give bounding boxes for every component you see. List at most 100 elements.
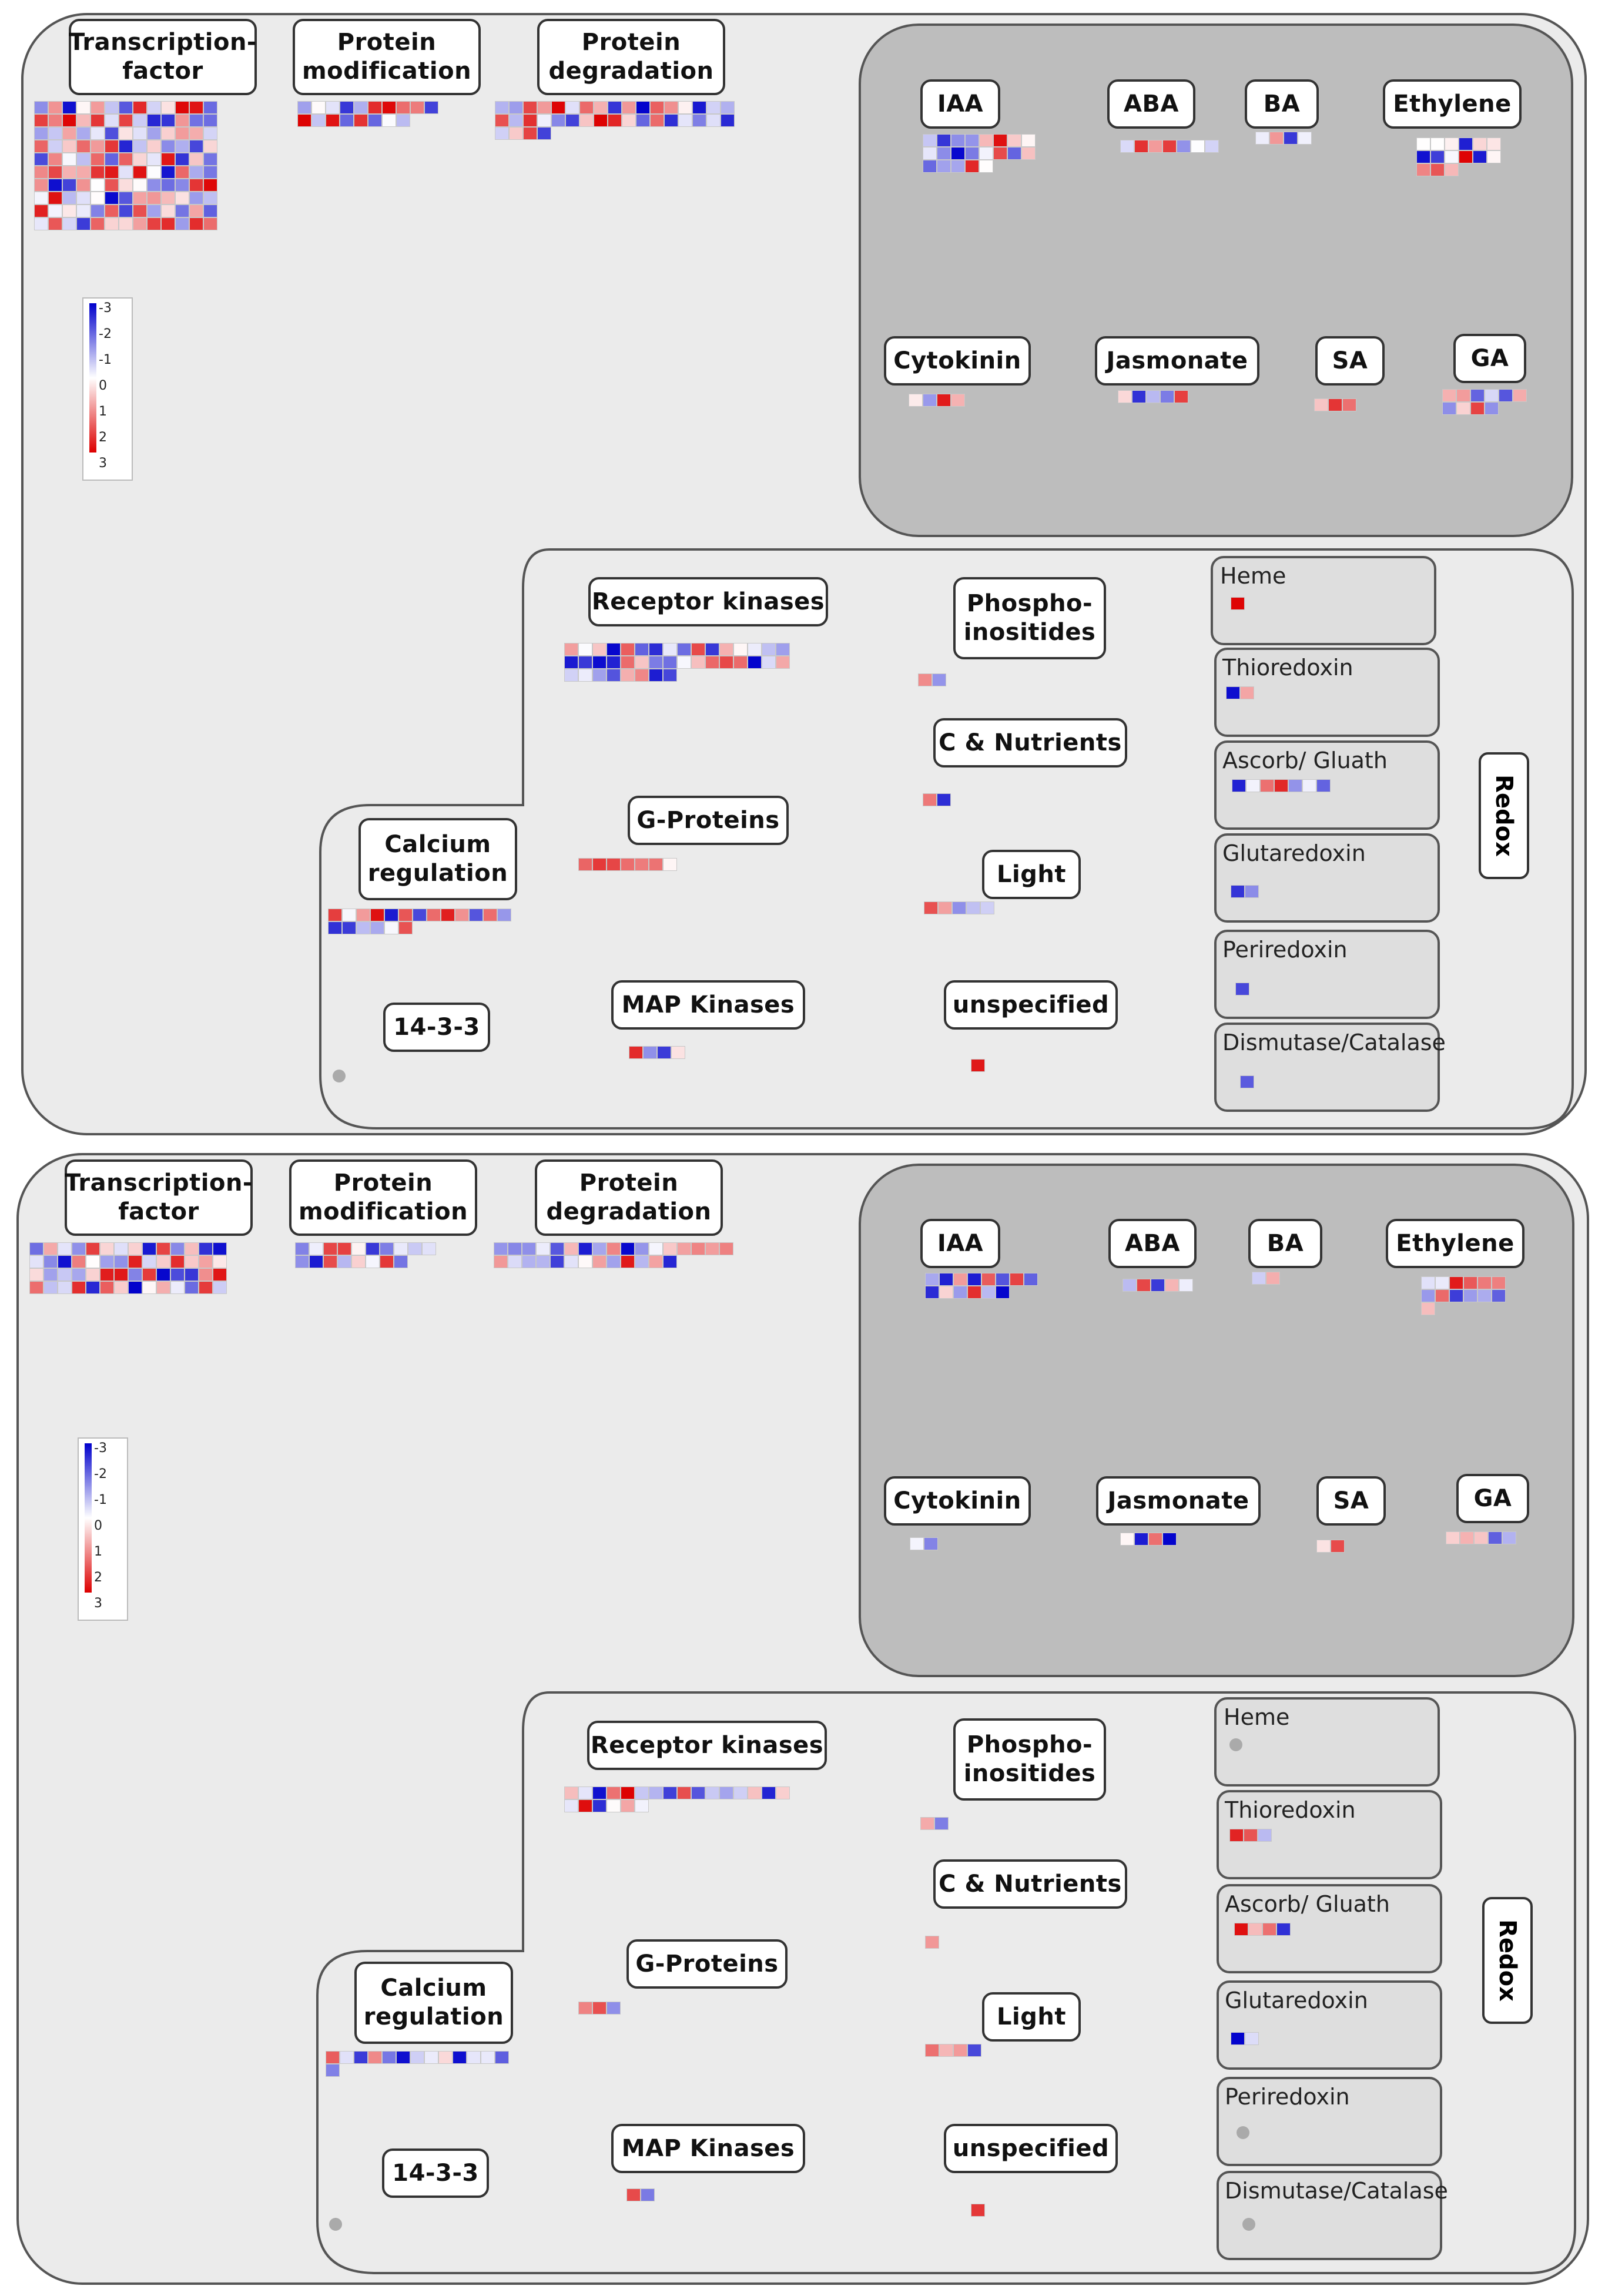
heatmap-cell [62, 192, 76, 205]
heatmap-cell [608, 101, 622, 114]
heatmap-cell [467, 2051, 481, 2064]
heatmap-cell [394, 1255, 408, 1268]
heatmap-cell [920, 1817, 934, 1830]
heatmap-cell [1244, 1829, 1258, 1842]
label-aba: ABA [1108, 1219, 1197, 1268]
heatmap-cell [100, 1242, 114, 1255]
heatmap-dismutase-catalase [1240, 1075, 1254, 1088]
label-transcription-factor: Transcription- factor [69, 19, 257, 95]
heatmap-cell [953, 1286, 967, 1299]
heatmap-cell [1252, 1272, 1266, 1285]
label-light: Light [982, 1992, 1081, 2042]
heatmap-cell [937, 147, 951, 160]
heatmap-cell [86, 1255, 100, 1268]
heatmap-cell [366, 1242, 380, 1255]
heatmap-cell [105, 192, 119, 205]
heatmap-cell [48, 205, 62, 217]
heatmap-cell [161, 114, 175, 127]
heatmap-cell [748, 656, 762, 669]
heatmap-cell [1331, 1540, 1345, 1553]
redox-box-glutaredoxin: Glutaredoxin [1217, 1980, 1442, 2070]
heatmap-cell [1460, 1531, 1474, 1544]
label-c-nutrients: C & Nutrients [933, 718, 1127, 767]
heatmap-calcium-regulation [326, 2051, 509, 2077]
legend-tick-label: 3 [94, 1596, 102, 1611]
heatmap-cell [189, 166, 203, 179]
heatmap-cell [938, 901, 952, 914]
heatmap-cell [133, 192, 147, 205]
heatmap-cell [62, 127, 76, 140]
heatmap-cell [203, 114, 217, 127]
grey-dot-marker [1229, 1738, 1242, 1751]
heatmap-cell [161, 179, 175, 192]
heatmap-cell [105, 140, 119, 153]
label-ethylene: Ethylene [1386, 1219, 1524, 1268]
heatmap-cell [564, 1242, 578, 1255]
heatmap-cell [91, 166, 105, 179]
heatmap-cell [578, 1799, 592, 1812]
heatmap-cell [337, 1242, 351, 1255]
heatmap-cell [1473, 150, 1487, 163]
heatmap-cell [203, 205, 217, 217]
heatmap-cell [495, 114, 509, 127]
redox-title-ascorb-gluath: Ascorb/ Gluath [1222, 748, 1388, 773]
heatmap-cell [128, 1242, 142, 1255]
heatmap-cell [105, 101, 119, 114]
heatmap-cell [663, 1786, 677, 1799]
heatmap-cell [622, 101, 636, 114]
heatmap-cell [43, 1242, 58, 1255]
heatmap-cell [161, 166, 175, 179]
heatmap-cell [592, 858, 607, 871]
heatmap-cell [636, 114, 650, 127]
heatmap-cell [664, 114, 678, 127]
redox-title-periredoxin: Periredoxin [1225, 2084, 1350, 2110]
heatmap-cell [607, 858, 621, 871]
heatmap-cell [649, 1786, 663, 1799]
label-protein-degradation: Protein degradation [535, 1159, 723, 1236]
heatmap-cell [508, 1242, 522, 1255]
heatmap-cell [1513, 389, 1527, 402]
heatmap-cell [1477, 1276, 1492, 1289]
heatmap-cell [326, 2064, 340, 2077]
heatmap-cell [578, 669, 592, 682]
heatmap-cell [967, 2044, 981, 2057]
heatmap-cell [481, 2051, 495, 2064]
heatmap-cell [748, 643, 762, 656]
legend-tick-label: -2 [94, 1467, 107, 1481]
heatmap-cell [733, 656, 748, 669]
heatmap-ascorb-gluath [1234, 1923, 1291, 1936]
heatmap-cell [408, 1242, 422, 1255]
heatmap-cell [133, 205, 147, 217]
heatmap-cell [621, 858, 635, 871]
heatmap-cell [691, 656, 705, 669]
label-map-kinases: MAP Kinases [611, 980, 805, 1030]
heatmap-cell [156, 1242, 170, 1255]
redox-title-dismutase-catalase: Dismutase/Catalase [1222, 1030, 1446, 1055]
legend-tick-label: 0 [99, 378, 107, 393]
heatmap-cell [550, 1242, 564, 1255]
heatmap-cell [993, 147, 1007, 160]
heatmap-periredoxin [1235, 983, 1249, 996]
heatmap-cell [1234, 1923, 1248, 1936]
heatmap-cell [368, 2051, 382, 2064]
heatmap-cell [86, 1242, 100, 1255]
heatmap-cell [721, 114, 735, 127]
redox-title-dismutase-catalase: Dismutase/Catalase [1225, 2178, 1448, 2204]
heatmap-cell [1492, 1276, 1506, 1289]
heatmap-cell [29, 1281, 43, 1294]
heatmap-cell [925, 2044, 939, 2057]
heatmap-cell [156, 1255, 170, 1268]
heatmap-cell [424, 101, 438, 114]
heatmap-protein-degradation [494, 1242, 733, 1268]
heatmap-cell [733, 1786, 748, 1799]
heatmap-iaa [925, 1273, 1038, 1299]
legend-tick-label: -2 [99, 327, 112, 341]
heatmap-cell [979, 134, 993, 147]
heatmap-cell [649, 858, 663, 871]
heatmap-cell [119, 179, 133, 192]
heatmap-cell [133, 127, 147, 140]
heatmap-map-kinases [629, 1046, 685, 1059]
heatmap-cytokinin [910, 1537, 938, 1550]
heatmap-cell [380, 1242, 394, 1255]
heatmap-cell [34, 114, 48, 127]
